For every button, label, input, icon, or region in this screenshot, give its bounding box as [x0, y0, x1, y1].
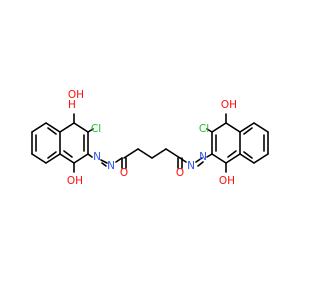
- bond: [195, 157, 203, 163]
- molecule-canvas: OH H Cl N N OH O O N N Cl OH OH: [31, 89, 269, 187]
- left-azo-n2-label: N: [107, 160, 115, 172]
- bond: [211, 122, 227, 133]
- bond: [73, 122, 89, 133]
- bond: [206, 128, 213, 133]
- bond: [31, 153, 47, 164]
- bond-inner: [243, 151, 253, 159]
- bond: [59, 153, 75, 164]
- right-azo-n1-label: N: [187, 160, 195, 172]
- bond: [253, 122, 269, 133]
- bond: [59, 122, 75, 133]
- bond: [87, 128, 94, 133]
- right-carbonyl-o-label: O: [176, 167, 184, 179]
- bond-inner: [63, 150, 73, 158]
- bond: [31, 122, 47, 133]
- bond: [253, 153, 269, 164]
- bond-inner: [47, 127, 57, 135]
- right-oh-top-label: OH: [221, 99, 237, 111]
- structure-drawing: OH H Cl N N OH O O N N Cl OH OH: [31, 89, 269, 187]
- bond: [165, 148, 181, 159]
- bond: [87, 153, 93, 158]
- bond: [151, 148, 167, 159]
- bond: [137, 148, 153, 159]
- bond: [239, 122, 255, 133]
- bond: [45, 153, 61, 164]
- bond: [123, 148, 139, 159]
- bond-inner: [227, 150, 237, 158]
- bond: [239, 153, 255, 164]
- bond: [73, 153, 89, 164]
- bond: [179, 157, 187, 163]
- left-chlorine-label: Cl: [91, 123, 101, 135]
- bond-inner: [47, 151, 57, 159]
- right-chlorine-label: Cl: [199, 123, 209, 135]
- left-oh-top-label: OH: [68, 89, 84, 101]
- bond: [101, 162, 107, 167]
- left-oh-bottom-label: OH: [67, 175, 83, 187]
- bond: [100, 159, 108, 164]
- bond: [225, 122, 241, 133]
- right-azo-n2-label: N: [199, 151, 207, 163]
- bond: [45, 122, 61, 133]
- bond: [211, 153, 227, 164]
- bond: [115, 157, 123, 163]
- left-oh-top-h-label: H: [68, 99, 76, 111]
- bond: [225, 153, 241, 164]
- bond-inner: [243, 127, 253, 135]
- bond: [197, 161, 204, 167]
- atom-label-layer: OH H Cl N N OH O O N N Cl OH OH: [67, 89, 237, 187]
- left-carbonyl-o-label: O: [120, 167, 128, 179]
- bond-layer: [31, 113, 269, 173]
- bond: [206, 153, 213, 158]
- right-oh-bottom-label: OH: [219, 175, 235, 187]
- left-azo-n1-label: N: [93, 151, 101, 163]
